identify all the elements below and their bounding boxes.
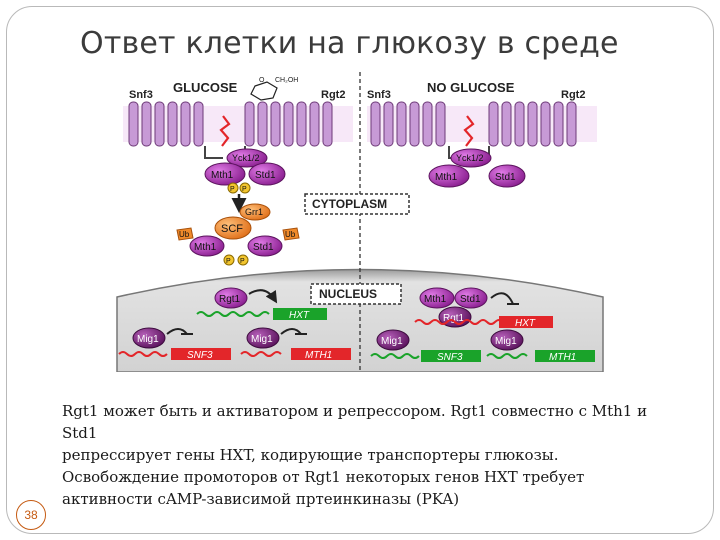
receptor-helices-left [128, 101, 333, 147]
gene-snf3-right-label: SNF3 [437, 352, 463, 363]
mig1-right-1-label: Mig1 [381, 336, 403, 347]
phospho-scf-2 [237, 254, 249, 266]
rgt1-left-label: Rgt1 [219, 294, 241, 305]
label-snf3-left: Snf3 [129, 89, 153, 101]
mig1-left-1 [132, 327, 166, 349]
receptor-tail-left [204, 146, 223, 159]
phospho-scf-1-label: P [226, 258, 231, 265]
gene-snf3-left-label: SNF3 [187, 350, 213, 361]
gene-hxt-right [499, 316, 553, 328]
caption-line-3: Освобождение промоторов от Rgt1 некоторы… [62, 468, 585, 486]
gene-hxt-left-label: HXT [289, 310, 310, 321]
phospho-scf-2-label: P [240, 258, 245, 265]
mth1-left-label: Mth1 [211, 170, 234, 181]
dna-left-bottom-1 [118, 351, 168, 357]
label-rgt2-right: Rgt2 [561, 89, 585, 101]
phospho-left-1-label: P [230, 186, 235, 193]
receptor-helices-right [370, 101, 577, 147]
dna-right-bottom-2 [486, 353, 528, 359]
yck12-right [450, 148, 492, 168]
scf-label: SCF [221, 223, 243, 235]
std1-right [488, 164, 526, 188]
std1-left-label: Std1 [255, 170, 276, 181]
cytoplasm-label: CYTOPLASM [312, 197, 387, 211]
phospho-left-2 [239, 182, 251, 194]
mth1-right [428, 164, 470, 188]
gene-hxt-left [273, 308, 327, 320]
dna-left-top [196, 311, 270, 317]
glucose-molecule-icon: O CH₂OH [250, 77, 298, 101]
label-no-glucose: NO GLUCOSE [427, 80, 515, 95]
cytoplasm-box [304, 193, 410, 215]
signal-zigzag-left [219, 115, 231, 147]
nucleus-box [310, 283, 402, 305]
phospho-scf-1 [223, 254, 235, 266]
glucose-ch2oh: CH₂OH [275, 77, 298, 84]
yck12-left-label: Yck1/2 [232, 153, 260, 163]
dna-right-bottom-1 [370, 353, 420, 359]
std1-scf-label: Std1 [253, 242, 274, 253]
gene-hxt-right-label: HXT [515, 318, 536, 329]
mig1-right-2 [490, 329, 524, 351]
activation-arrow-left [248, 289, 278, 304]
repression-right-hxt [490, 292, 514, 305]
dna-left-bottom-2 [240, 351, 282, 357]
label-snf3-right: Snf3 [367, 89, 391, 101]
slide-title: Ответ клетки на глюкозу в среде [80, 26, 619, 61]
grr1-label: Grr1 [245, 207, 263, 217]
phospho-left-2-label: P [242, 186, 247, 193]
signaling-diagram: Snf3 GLUCOSE O CH₂OH Rgt2 Snf3 NO GLUCOS… [116, 72, 604, 372]
dna-right-top [414, 319, 504, 325]
gene-mth1-left [291, 348, 351, 360]
gene-mth1-right-label: MTH1 [549, 352, 576, 363]
mig1-right-1 [376, 329, 410, 351]
mth1-nuc-right [419, 287, 455, 309]
signal-zigzag-right [463, 115, 475, 147]
repression-left-2 [280, 328, 302, 335]
caption-line-2: репрессирует гены HXT, кодирующие трансп… [62, 446, 559, 464]
label-rgt2-left: Rgt2 [321, 89, 345, 101]
ub-left [176, 227, 194, 241]
std1-scf [247, 235, 283, 257]
gene-snf3-right [421, 350, 481, 362]
label-glucose: GLUCOSE [173, 80, 238, 95]
nucleus-label: NUCLEUS [319, 287, 377, 301]
mth1-scf-label: Mth1 [194, 242, 217, 253]
yck12-right-label: Yck1/2 [456, 153, 484, 163]
mth1-right-label: Mth1 [435, 172, 458, 183]
gene-snf3-left [171, 348, 231, 360]
rgt1-right-label: Rgt1 [443, 313, 465, 324]
yck12-left [226, 148, 268, 168]
caption: Rgt1 может быть и активатором и репрессо… [62, 400, 682, 510]
page-number: 38 [16, 500, 46, 530]
std1-left [248, 162, 286, 186]
mth1-scf [189, 235, 225, 257]
repression-left-1 [166, 328, 188, 335]
caption-line-1: Rgt1 может быть и активатором и репрессо… [62, 402, 648, 442]
gene-mth1-right [535, 350, 595, 362]
mig1-left-1-label: Mig1 [137, 334, 159, 345]
mig1-right-2-label: Mig1 [495, 336, 517, 347]
glucose-ring-o: O [259, 77, 265, 84]
std1-nuc-right [454, 287, 488, 309]
caption-line-4: активности cAMP-зависимой пртеинкиназы (… [62, 490, 460, 508]
ub-right-label: Ub [285, 230, 296, 239]
mig1-left-2-label: Mig1 [251, 334, 273, 345]
gene-mth1-left-label: MTH1 [305, 350, 332, 361]
rgt1-left [214, 287, 248, 309]
scf [214, 216, 252, 240]
phospho-left-1 [227, 182, 239, 194]
mth1-left [204, 162, 246, 186]
grr1 [239, 203, 271, 221]
ub-right [282, 227, 300, 241]
ub-left-label: Ub [179, 230, 190, 239]
mig1-left-2 [246, 327, 280, 349]
mth1-nuc-right-label: Mth1 [424, 294, 447, 305]
std1-nuc-right-label: Std1 [460, 294, 481, 305]
std1-right-label: Std1 [495, 172, 516, 183]
